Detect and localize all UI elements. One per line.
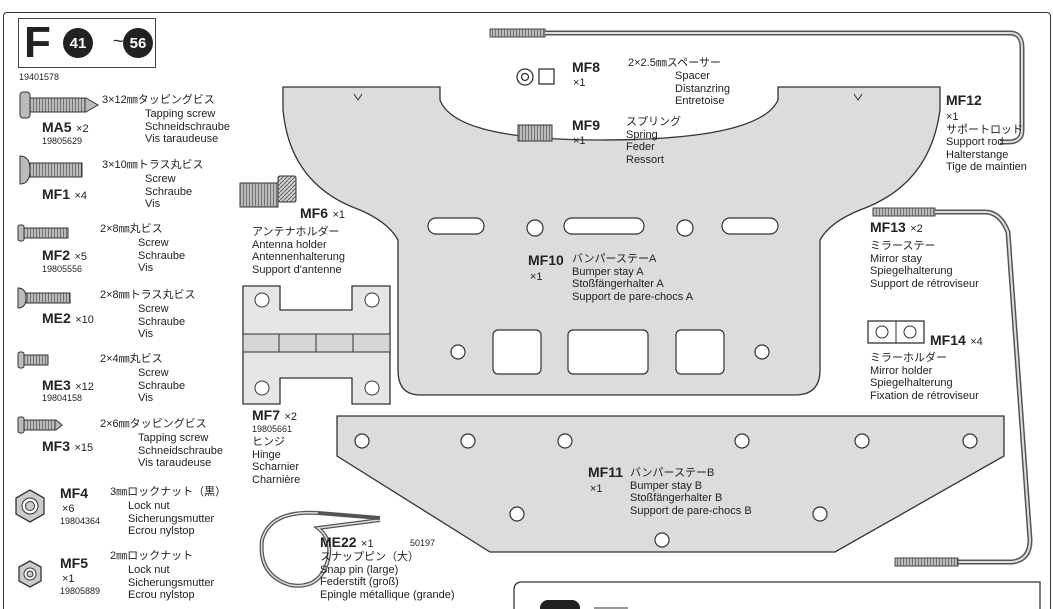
mf11-qty: ×1 — [590, 483, 603, 495]
bag-code: 19401578 — [19, 72, 60, 82]
screw-me2 — [17, 287, 71, 309]
mf4-qty: ×6 — [62, 503, 75, 515]
step-letter: F — [24, 18, 51, 67]
mf3-label: MF3 ×15 — [42, 438, 94, 454]
mf2-pn: 19805556 — [42, 264, 83, 274]
sheet-frame — [3, 12, 1051, 609]
hinge — [242, 285, 391, 405]
ma5-label: MA5 ×2 — [42, 119, 89, 135]
bumper-stay-a-plate — [282, 86, 941, 396]
mf2-jp: 2×8㎜丸ビス — [100, 223, 163, 235]
mf4-code: MF4 — [60, 485, 88, 501]
mf5-pn: 19805889 — [60, 586, 101, 596]
mf4-pn: 19804364 — [60, 516, 101, 526]
mf5-code: MF5 — [60, 555, 88, 571]
lock-nut-mf5 — [18, 560, 42, 588]
mirror-holder — [867, 320, 925, 344]
mf9-code: MF9 — [572, 117, 600, 133]
mf5-qty: ×1 — [62, 573, 75, 585]
mf8-jp: 2×2.5㎜スペーサー — [628, 57, 721, 69]
mf4-jp: 3㎜ロックナット（黒） — [110, 486, 227, 498]
next-step-box — [513, 581, 1041, 609]
lock-nut-mf4 — [15, 489, 45, 523]
me3-jp: 2×4㎜丸ビス — [100, 353, 163, 365]
screw-mf1 — [19, 155, 83, 185]
me3-label: ME3 ×12 — [42, 377, 94, 393]
screw-mf2 — [17, 224, 69, 242]
step-badge: F 41 ~ 56 — [18, 18, 156, 68]
spacer — [516, 68, 555, 86]
me22-pn: 50197 — [410, 538, 436, 548]
step-from: 41 — [63, 28, 93, 58]
mf11-code: MF11 — [588, 464, 624, 480]
step-tilde: ~ — [113, 31, 124, 51]
mf3-jp: 2×6㎜タッピングビス — [100, 418, 207, 430]
step-to: 56 — [123, 28, 153, 58]
bumper-stay-b-holes — [354, 433, 978, 548]
mf8-code: MF8 — [572, 59, 600, 75]
spring — [517, 124, 553, 142]
mf14-label: MF14 ×4 — [930, 332, 983, 348]
mf1-jp: 3×10㎜トラス丸ビス — [102, 159, 204, 171]
me22-names: スナップピン（大）Snap pin (large)Federstift (gro… — [320, 551, 455, 601]
mf6-label: MF6 ×1 — [300, 205, 345, 221]
mf7-pn: 19805661 — [252, 424, 293, 434]
mirror-stay — [872, 207, 1033, 567]
ma5-jp: 3×12㎜タッピングビス — [102, 94, 215, 106]
me3-pn: 19804158 — [42, 393, 83, 403]
mf1-label: MF1 ×4 — [42, 186, 87, 202]
mf8-qty: ×1 — [573, 77, 586, 89]
mf5-jp: 2㎜ロックナット — [110, 550, 194, 562]
screw-me3 — [17, 351, 49, 369]
me2-jp: 2×8㎜トラス丸ビス — [100, 289, 196, 301]
mf12-code: MF12 — [946, 92, 982, 108]
mf13-label: MF13 ×2 — [870, 219, 923, 235]
screw-mf3 — [17, 416, 63, 434]
mf7-label: MF7 ×2 — [252, 407, 297, 423]
antenna-holder — [239, 175, 297, 208]
mf10-code: MF10 — [528, 252, 564, 268]
mf9-qty: ×1 — [573, 135, 586, 147]
me2-label: ME2 ×10 — [42, 310, 94, 326]
bumper-stay-b-plate — [336, 415, 1005, 553]
mf2-label: MF2 ×5 — [42, 247, 87, 263]
me22-label: ME22 ×1 — [320, 534, 374, 550]
support-rod — [489, 28, 1025, 145]
ma5-pn: 19805629 — [42, 136, 83, 146]
snap-pin — [259, 510, 381, 588]
screw-ma5 — [19, 91, 99, 119]
mf10-qty: ×1 — [530, 271, 543, 283]
bumper-stay-a-holes — [427, 217, 779, 375]
